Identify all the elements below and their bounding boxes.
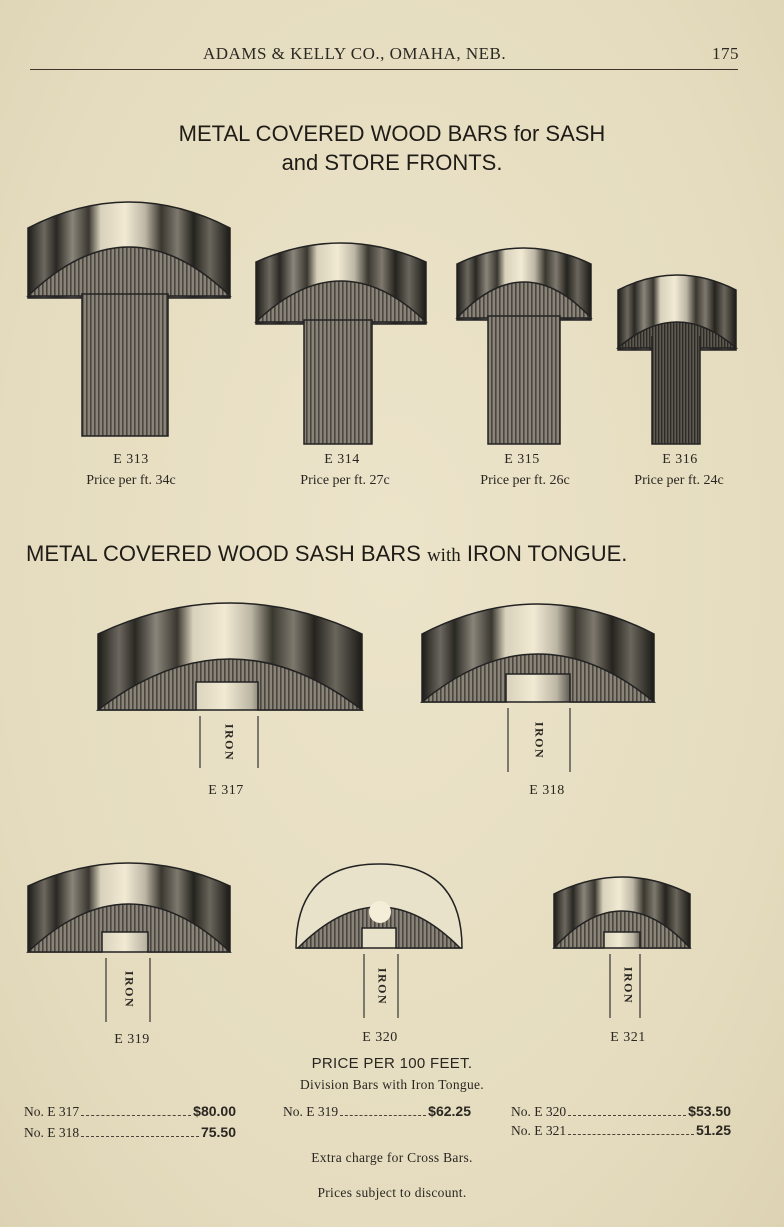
bar-profile-e313: [26, 201, 232, 437]
bar-profile-e314: [254, 242, 428, 445]
section1-title-line2: and STORE FRONTS.: [281, 150, 503, 175]
leader-dots: [81, 1136, 199, 1137]
price-row-amount: $62.25: [428, 1103, 471, 1119]
price-row-e321: No. E 321 51.25: [511, 1122, 731, 1139]
price-row-label: No. E 318: [24, 1125, 80, 1140]
bar-profile-e321: [552, 876, 692, 1018]
item-code-e319: E 319: [114, 1032, 150, 1047]
price-row-amount: 75.50: [200, 1124, 236, 1140]
bar-profile-e317: [96, 602, 364, 768]
item-code-e320: E 320: [362, 1030, 398, 1045]
price-row-e317: No. E 317 $80.00: [24, 1103, 236, 1120]
bar-profile-e315: [455, 247, 593, 445]
discount-note: Prices subject to discount.: [317, 1185, 467, 1200]
item-price-e314: Price per ft. 27c: [300, 473, 390, 488]
item-code-e318: E 318: [529, 783, 565, 798]
item-code-e317: E 317: [208, 783, 244, 798]
price-subheading: Division Bars with Iron Tongue.: [300, 1077, 484, 1092]
section2-title: METAL COVERED WOOD SASH BARS with IRON T…: [26, 541, 738, 567]
leader-dots: [568, 1115, 687, 1116]
bar-profile-e319: [26, 862, 232, 1022]
page-number: 175: [712, 44, 739, 63]
bar-profile-e320: [295, 863, 463, 1018]
price-row-label: No. E 321: [511, 1123, 567, 1138]
price-row-label: No. E 320: [511, 1104, 567, 1119]
item-code-e321: E 321: [610, 1030, 646, 1045]
price-row-e318: No. E 318 75.50: [24, 1124, 236, 1141]
price-row-e319: No. E 319 $62.25: [283, 1103, 471, 1120]
price-row-label: No. E 319: [283, 1104, 339, 1119]
iron-tongue-label-e319: IRON: [122, 970, 137, 1009]
section2-title-part2: with: [426, 545, 461, 566]
price-row-amount: $80.00: [193, 1103, 236, 1119]
section1-title-line1: METAL COVERED WOOD BARS for SASH: [178, 121, 606, 146]
item-code-e316: E 316: [662, 452, 698, 467]
section2-title-part1: METAL COVERED WOOD SASH BARS: [26, 541, 427, 566]
iron-tongue-label-e317: IRON: [222, 723, 237, 762]
header-rule: [30, 69, 738, 70]
bar-profile-e318: [420, 603, 656, 772]
item-code-e315: E 315: [504, 452, 540, 467]
leader-dots: [568, 1134, 694, 1135]
price-row-amount: 51.25: [695, 1122, 731, 1138]
item-code-e314: E 314: [324, 452, 360, 467]
item-code-e313: E 313: [113, 452, 149, 467]
leader-dots: [81, 1115, 192, 1116]
item-price-e315: Price per ft. 26c: [480, 473, 570, 488]
price-row-label: No. E 317: [24, 1104, 80, 1119]
company-header: ADAMS & KELLY CO., OMAHA, NEB.: [203, 44, 507, 63]
iron-tongue-label-e318: IRON: [532, 721, 547, 760]
price-row-amount: $53.50: [688, 1103, 731, 1119]
price-row-e320: No. E 320 $53.50: [511, 1103, 731, 1120]
item-price-e316: Price per ft. 24c: [634, 473, 724, 488]
item-price-e313: Price per ft. 34c: [86, 473, 176, 488]
iron-tongue-label-e320: IRON: [375, 967, 390, 1006]
price-heading: PRICE PER 100 FEET.: [311, 1055, 473, 1072]
cross-bars-note: Extra charge for Cross Bars.: [311, 1150, 473, 1165]
section2-title-part3: IRON TONGUE.: [460, 541, 628, 566]
bar-profile-e316: [616, 274, 738, 445]
leader-dots: [340, 1115, 427, 1116]
